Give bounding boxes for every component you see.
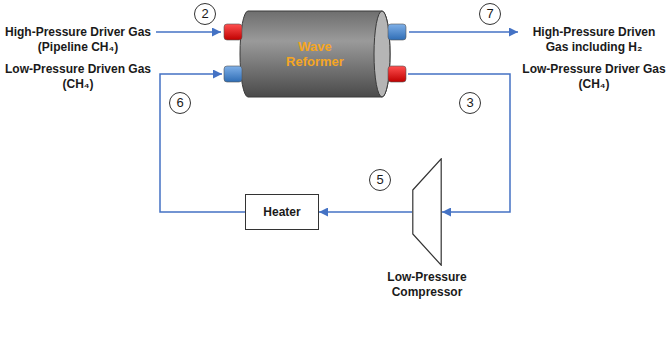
stream-label: Low-Pressure Driven Gas (CH₄) — [4, 62, 152, 92]
port — [224, 66, 242, 82]
node-caption: Low-Pressure Compressor — [377, 270, 477, 300]
callout-number: 5 — [369, 169, 391, 191]
node-title: Heater — [246, 195, 318, 220]
compressor-symbol: Low-Pressure Compressor — [377, 158, 477, 302]
compressor-shape — [412, 158, 442, 266]
port — [388, 66, 406, 82]
outlet-arrow — [409, 31, 518, 33]
heater-box: Heater — [245, 194, 319, 230]
flow-connector — [160, 74, 245, 212]
callout-number: 3 — [459, 92, 481, 114]
callout-number: 2 — [194, 3, 216, 25]
flow-connector — [319, 211, 412, 213]
cylinder-end — [374, 11, 390, 97]
stream-label: High-Pressure Driver Gas (Pipeline CH₄) — [4, 25, 152, 55]
compressor-outline — [412, 158, 442, 266]
cylinder-body — [240, 11, 390, 97]
callout-number: 6 — [169, 92, 191, 114]
stream-label: High-Pressure Driven Gas including H₂ — [522, 25, 666, 55]
stream-label: Low-Pressure Driver Gas (CH₄) — [522, 62, 666, 92]
port — [224, 24, 242, 40]
wave-reformer: Wave Reformer — [222, 10, 408, 98]
inlet-arrow — [156, 31, 221, 33]
node-title: Wave Reformer — [277, 39, 353, 69]
callout-number: 7 — [479, 3, 501, 25]
port — [388, 24, 406, 40]
